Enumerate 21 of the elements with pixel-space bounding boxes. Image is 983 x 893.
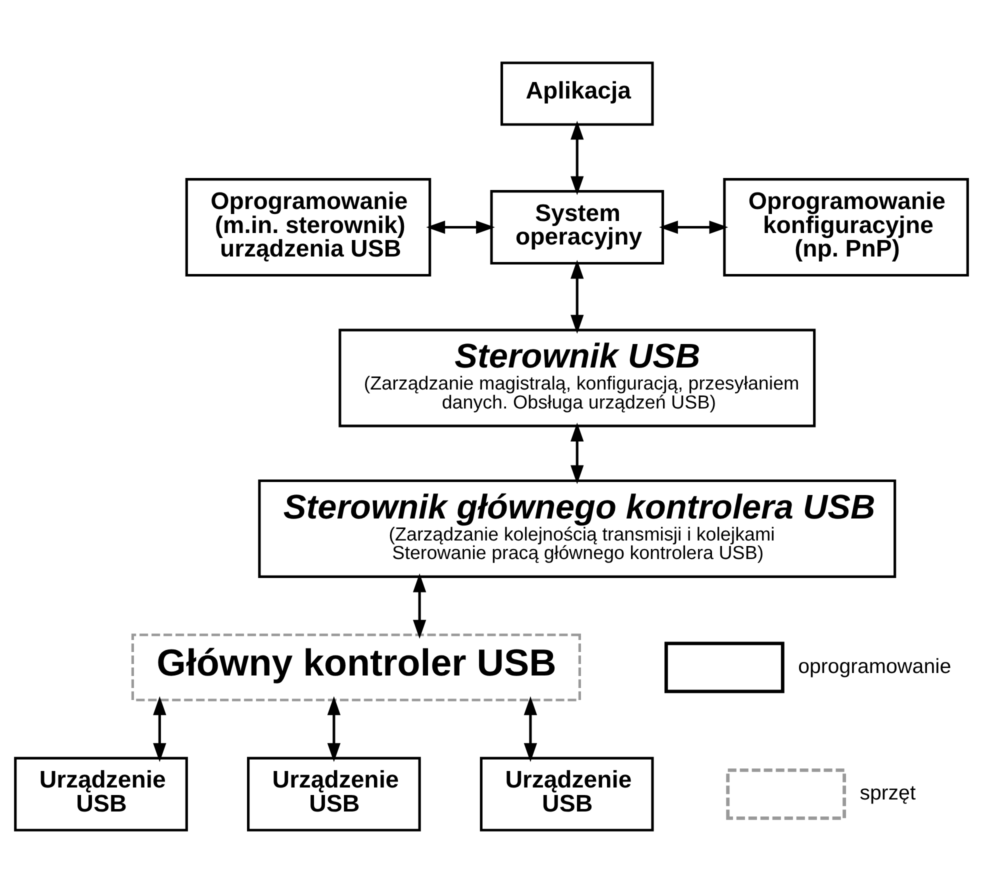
- node-box: System operacyjny: [490, 190, 664, 265]
- arrow: [659, 220, 728, 234]
- node-box: Urządzenie USB: [14, 756, 188, 832]
- node-box: Sterownik USB (Zarządzanie magistralą, konfiguracją, przesyłaniem danych. Obsługa urządzeń USB): [338, 328, 816, 428]
- node-box: Oprogramowanie konfiguracyjne (np. PnP): [723, 178, 969, 277]
- arrow: [327, 696, 341, 762]
- arrow: [570, 120, 584, 196]
- legend-label: sprzęt: [860, 781, 916, 804]
- arrow: [570, 260, 584, 334]
- node-box: Urządzenie USB: [480, 756, 654, 832]
- arrow: [153, 696, 166, 762]
- legend-label: oprogramowanie: [798, 654, 952, 678]
- arrow: [570, 422, 584, 484]
- arrow: [524, 696, 538, 762]
- node-box: Główny kontroler USB: [131, 634, 581, 702]
- node-box: Sterownik głównego kontrolera USB (Zarządzanie kolejnością transmisji i kolejkami Sterowanie pracą głównego kontrolera USB): [258, 479, 896, 578]
- arrow: [412, 573, 426, 639]
- arrow: [426, 220, 495, 234]
- node-box: Urządzenie USB: [247, 756, 421, 832]
- node-box: Aplikacja: [500, 62, 654, 126]
- node-box: Oprogramowanie (m.in. sterownik) urządzenia USB: [185, 178, 432, 277]
